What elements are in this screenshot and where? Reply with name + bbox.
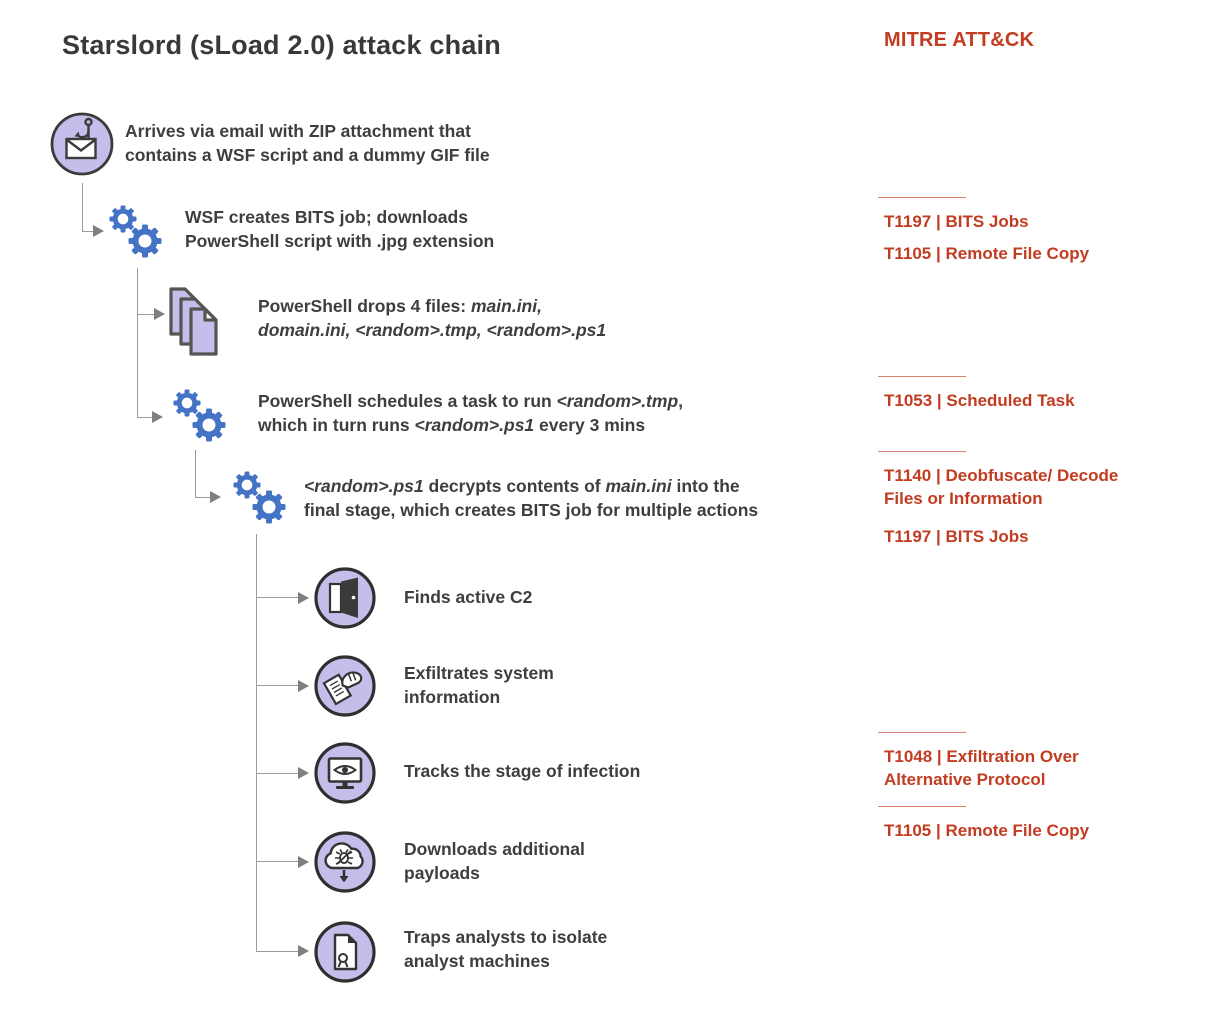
page-title: Starslord (sLoad 2.0) attack chain	[62, 30, 501, 60]
mitre-group: T1053 | Scheduled Task	[878, 376, 1075, 421]
connector-line	[255, 685, 299, 686]
text-segment-italic: <random>.tmp	[556, 391, 679, 411]
connector-arrow	[298, 679, 309, 692]
connector-line	[136, 313, 155, 315]
connector-arrow	[93, 225, 104, 237]
mitre-group: T1197 | BITS Jobs T1105 | Remote File Co…	[878, 197, 1090, 274]
cloud-malware-download-icon	[313, 830, 377, 894]
mitre-item: T1105 | Remote File Copy	[884, 244, 1090, 263]
text-segment-italic: domain.ini, <random>.tmp, <random>.ps1	[258, 319, 607, 340]
connector-line	[81, 230, 94, 232]
substep-finds-c2-label: Finds active C2	[404, 587, 533, 607]
step-decrypt-text: <random>.ps1 decrypts contents of main.i…	[304, 475, 758, 522]
step-wsf-bits-text: WSF creates BITS job; downloads PowerShe…	[185, 206, 494, 253]
connector-line	[136, 268, 138, 417]
mitre-item: T1048 | Exfiltration Over Alternative Pr…	[884, 747, 1079, 789]
connector-arrow	[152, 411, 163, 423]
text-segment-italic: main.ini,	[470, 296, 542, 316]
mitre-item: T1053 | Scheduled Task	[884, 391, 1075, 410]
mitre-item: T1140 | Deobfuscate/ Decode Files or Inf…	[884, 466, 1119, 508]
step-text-line: <random>.ps1 decrypts contents of main.i…	[304, 475, 758, 499]
certificate-document-icon	[313, 920, 377, 984]
mitre-item: T1197 | BITS Jobs	[884, 527, 1029, 546]
connector-arrow	[298, 591, 309, 604]
connector-line	[255, 534, 257, 951]
mitre-item: T1105 | Remote File Copy	[884, 821, 1090, 840]
monitor-eye-icon	[313, 741, 377, 805]
connector-line	[255, 597, 299, 598]
connector-arrow	[298, 767, 309, 779]
substep-downloads-label: Downloads additional payloads	[404, 839, 585, 883]
text-segment: PowerShell drops 4 files:	[258, 296, 471, 316]
text-segment: decrypts contents of	[423, 476, 606, 496]
step-arrives-email-text: Arrives via email with ZIP attachment th…	[125, 120, 490, 167]
mitre-divider	[878, 451, 966, 452]
connector-line	[195, 450, 196, 497]
connector-line	[255, 772, 299, 774]
text-segment-italic: main.ini	[605, 476, 672, 496]
mitre-group: T1140 | Deobfuscate/ Decode Files or Inf…	[878, 451, 1146, 557]
connector-line	[255, 950, 299, 952]
step-text-line: domain.ini, <random>.tmp, <random>.ps1	[258, 319, 606, 343]
step-text-line: WSF creates BITS job; downloads	[185, 207, 468, 227]
step-scheduled-task-text: PowerShell schedules a task to run <rand…	[258, 390, 683, 437]
connector-line	[136, 416, 153, 418]
mitre-divider	[878, 806, 966, 807]
text-segment: into the	[671, 476, 740, 496]
gears-icon	[227, 469, 291, 529]
mitre-group: T1048 | Exfiltration Over Alternative Pr…	[878, 732, 1124, 800]
step-text-line: PowerShell schedules a task to run <rand…	[258, 390, 683, 414]
substep-traps-label: Traps analysts to isolate analyst machin…	[404, 927, 608, 971]
gears-icon	[103, 203, 167, 263]
connector-line	[81, 183, 83, 231]
text-segment-italic: <random>.ps1	[304, 476, 424, 496]
connector-arrow	[154, 308, 165, 320]
text-segment: ,	[678, 391, 684, 411]
mitre-item: T1197 | BITS Jobs	[884, 212, 1029, 231]
mitre-attck-header: MITRE ATT&CK	[884, 29, 1035, 51]
connector-line	[255, 861, 299, 862]
text-segment: final stage, which creates BITS job for …	[304, 499, 759, 520]
step-text-line: PowerShell drops 4 files: main.ini,	[258, 295, 606, 319]
step-text-line: final stage, which creates BITS job for …	[304, 499, 758, 523]
mitre-divider	[878, 197, 966, 198]
text-segment: every 3 mins	[534, 414, 646, 435]
step-drops-files-text: PowerShell drops 4 files: main.ini, doma…	[258, 295, 606, 342]
connector-line	[195, 496, 210, 498]
step-text-line: which in turn runs <random>.ps1 every 3 …	[258, 414, 683, 438]
step-text-line: PowerShell script with .jpg extension	[185, 230, 495, 251]
step-text-line: Arrives via email with ZIP attachment th…	[125, 121, 471, 141]
mitre-group: T1105 | Remote File Copy	[878, 806, 1090, 851]
mitre-divider	[878, 732, 966, 733]
substep-exfiltrates-label: Exfiltrates system information	[404, 663, 554, 707]
open-door-icon	[313, 566, 377, 630]
connector-arrow	[298, 945, 309, 957]
dropped-files-icon	[168, 286, 236, 368]
text-segment-italic: <random>.ps1	[414, 414, 535, 435]
mitre-divider	[878, 376, 966, 377]
exfiltration-hand-icon	[313, 654, 377, 718]
gears-icon	[167, 387, 231, 447]
connector-arrow	[298, 855, 309, 868]
phishing-email-icon	[49, 111, 115, 177]
step-text-line: contains a WSF script and a dummy GIF fi…	[125, 144, 490, 165]
connector-arrow	[210, 491, 221, 503]
text-segment: PowerShell schedules a task to run	[258, 391, 557, 411]
text-segment: which in turn runs	[258, 414, 415, 435]
substep-tracks-label: Tracks the stage of infection	[404, 761, 641, 781]
